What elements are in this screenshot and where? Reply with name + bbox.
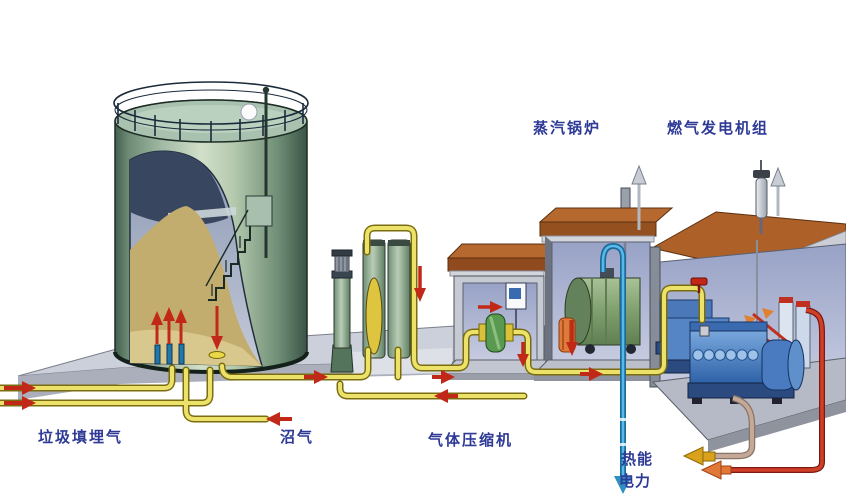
compressor-shed bbox=[440, 243, 562, 380]
heat-power-down-arrow bbox=[614, 476, 632, 494]
label-electric-power: 电力 bbox=[619, 473, 652, 490]
flow-arrows bbox=[4, 266, 603, 426]
label-landfill-gas: 垃圾填埋气 bbox=[38, 429, 124, 446]
label-biogas: 沼气 bbox=[280, 429, 315, 446]
tank-cutaway bbox=[129, 150, 273, 367]
flare-column bbox=[330, 249, 354, 373]
label-gas-generator-set: 燃气发电机组 bbox=[667, 120, 770, 137]
gas-injection-wells bbox=[154, 343, 226, 365]
gas-space bbox=[130, 151, 228, 226]
tank-stairs bbox=[205, 195, 273, 301]
label-steam-boiler: 蒸汽锅炉 bbox=[533, 120, 602, 137]
output-arrows bbox=[682, 446, 732, 480]
generator-hall bbox=[649, 160, 846, 473]
digester-tank bbox=[113, 81, 309, 374]
hall-corner-post bbox=[649, 246, 661, 388]
gas-compressor-unit bbox=[478, 313, 514, 353]
sludge-mound bbox=[130, 206, 262, 366]
boiler-roof bbox=[538, 207, 674, 223]
power-output-arrow bbox=[700, 460, 722, 480]
exhaust-muffler bbox=[753, 160, 786, 388]
label-heat-energy: 热能 bbox=[621, 451, 654, 468]
biogas-inlet-port bbox=[208, 351, 226, 359]
label-gas-compressor: 气体压缩机 bbox=[428, 432, 514, 449]
gas-engine-generators bbox=[655, 299, 805, 404]
gas-valve bbox=[690, 277, 708, 294]
heat-power-output bbox=[600, 242, 632, 494]
control-panel bbox=[505, 282, 527, 331]
boiler-room bbox=[532, 164, 674, 381]
steam-boiler-unit bbox=[558, 268, 641, 354]
heat-output-arrow bbox=[682, 446, 704, 466]
steam-up-arrow bbox=[631, 164, 647, 230]
tower-cutaway-media bbox=[365, 277, 383, 355]
shed-roof bbox=[446, 243, 560, 259]
coolant-arrow bbox=[762, 308, 774, 319]
exhaust-up-arrow bbox=[770, 166, 786, 187]
tank-dome-light bbox=[240, 103, 258, 121]
scrubber-towers bbox=[362, 239, 411, 359]
tank-railing bbox=[113, 81, 309, 142]
gas-pipe-network bbox=[0, 224, 708, 423]
